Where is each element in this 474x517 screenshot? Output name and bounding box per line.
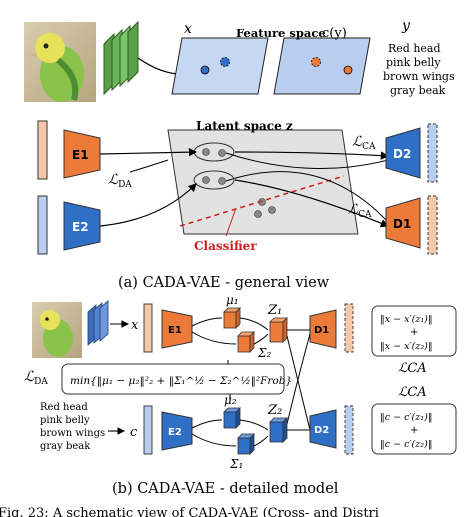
encoder-e2-bottom	[161, 411, 193, 451]
attribute-list-top: Red head pink belly brown wings gray bea…	[383, 42, 455, 97]
decoder-d1-bottom	[309, 309, 337, 349]
latent-space-label: Latent space z	[196, 119, 293, 133]
svg-text:+: +	[410, 327, 418, 338]
x-vector-bottom	[143, 303, 153, 353]
z2-block	[269, 417, 288, 443]
svg-text:gray beak: gray beak	[40, 441, 91, 452]
c-vector-top	[37, 195, 48, 255]
svg-text:brown wings: brown wings	[40, 428, 105, 439]
figure-caption-partial: Fig. 23: A schematic view of CADA-VAE (C…	[0, 506, 379, 517]
reconstructed-c-top	[427, 123, 438, 183]
cy-label: c(y)	[322, 26, 347, 41]
svg-text:E1: E1	[72, 148, 89, 162]
x-label-bottom: x	[131, 318, 139, 333]
feature-space-x	[171, 37, 269, 95]
svg-text:‖x − x′(z₁)‖: ‖x − x′(z₁)‖	[380, 314, 433, 325]
decoder-d1-top	[385, 197, 421, 249]
svg-text:brown wings: brown wings	[383, 70, 455, 83]
da-formula-box	[61, 363, 285, 395]
svg-text:Σ₂: Σ₂	[257, 346, 271, 360]
ca-loss-box-top	[371, 305, 457, 357]
encoder-e2-top	[63, 201, 101, 251]
classifier-label: Classifier	[194, 239, 257, 253]
svg-text:D2: D2	[393, 147, 411, 161]
c-reconstruction-bottom	[344, 405, 354, 455]
l-da-bottom: ℒDA	[24, 369, 48, 387]
encoder-e1-bottom	[161, 309, 193, 349]
c-label-bottom: c	[130, 425, 138, 440]
classifier-boundary	[179, 175, 345, 227]
svg-text:‖x − x′(z₂)‖: ‖x − x′(z₂)‖	[380, 341, 433, 352]
svg-text:gray beak: gray beak	[390, 84, 446, 97]
decoder-d2-top	[385, 127, 421, 179]
c-vector-bottom	[143, 405, 153, 455]
sigma1-block	[237, 331, 255, 353]
feature-point-dashed-orange	[311, 57, 321, 67]
svg-text:D1: D1	[393, 217, 411, 231]
mu1-block	[223, 307, 241, 329]
svg-text:E2: E2	[72, 220, 89, 234]
svg-text:D1: D1	[314, 325, 329, 336]
svg-text:μ₂: μ₂	[224, 393, 237, 407]
feature-space-cy	[273, 37, 371, 95]
svg-text:μ₁: μ₁	[226, 293, 239, 307]
bird-photo-top	[24, 22, 96, 102]
x-label-top: x	[184, 21, 192, 37]
mu2-block	[223, 407, 241, 429]
l-ca-top-2: ℒCA	[348, 202, 372, 220]
encoder-e1-top	[63, 129, 101, 179]
svg-text:E2: E2	[168, 427, 182, 438]
x-vector-top	[37, 120, 48, 180]
svg-text:‖c − c′(z₂)‖: ‖c − c′(z₂)‖	[380, 439, 433, 450]
cnn-feature-extractor-bottom	[87, 300, 109, 346]
svg-text:Red head: Red head	[388, 42, 441, 55]
cnn-feature-extractor-top	[103, 20, 139, 96]
svg-text:Z₁: Z₁	[267, 303, 282, 318]
reconstructed-x-top	[427, 195, 438, 255]
z1-block	[269, 317, 288, 343]
svg-text:+: +	[410, 425, 418, 436]
feature-point-blue	[200, 65, 210, 75]
svg-text:Red head: Red head	[40, 402, 88, 413]
svg-text:pink belly: pink belly	[40, 415, 90, 426]
l-ca-top-1: ℒCA	[352, 134, 376, 152]
l-ca-bottom-2: ℒCA	[398, 385, 427, 400]
svg-text:pink belly: pink belly	[386, 56, 441, 69]
caption-b: (b) CADA-VAE - detailed model	[112, 481, 339, 497]
svg-text:D2: D2	[314, 425, 329, 436]
feature-space-label: Feature space	[236, 26, 326, 40]
l-da-top: ℒDA	[108, 172, 132, 190]
svg-text:Σ₁: Σ₁	[229, 457, 243, 471]
svg-text:E1: E1	[168, 325, 182, 336]
x-reconstruction-bottom	[344, 303, 354, 353]
feature-point-dashed-blue	[220, 57, 230, 67]
bird-photo-bottom	[32, 302, 82, 358]
caption-a: (a) CADA-VAE - general view	[118, 275, 330, 291]
sigma2-block	[237, 433, 255, 455]
svg-text:‖c − c′(z₁)‖: ‖c − c′(z₁)‖	[380, 412, 433, 423]
latent-space-plane	[167, 129, 359, 235]
svg-text:Z₂: Z₂	[267, 403, 282, 418]
y-label-top: y	[401, 18, 411, 34]
l-ca-bottom-1: ℒCA	[398, 361, 427, 376]
feature-point-orange	[343, 65, 353, 75]
decoder-d2-bottom	[309, 409, 337, 449]
attribute-list-bottom: Red head pink belly brown wings gray bea…	[40, 402, 105, 452]
da-formula: min{‖μ₁ − μ₂‖²₂ + ‖Σ₁^½ − Σ₂^½‖²Frob}	[70, 375, 292, 388]
ca-loss-box-bottom	[371, 403, 457, 455]
